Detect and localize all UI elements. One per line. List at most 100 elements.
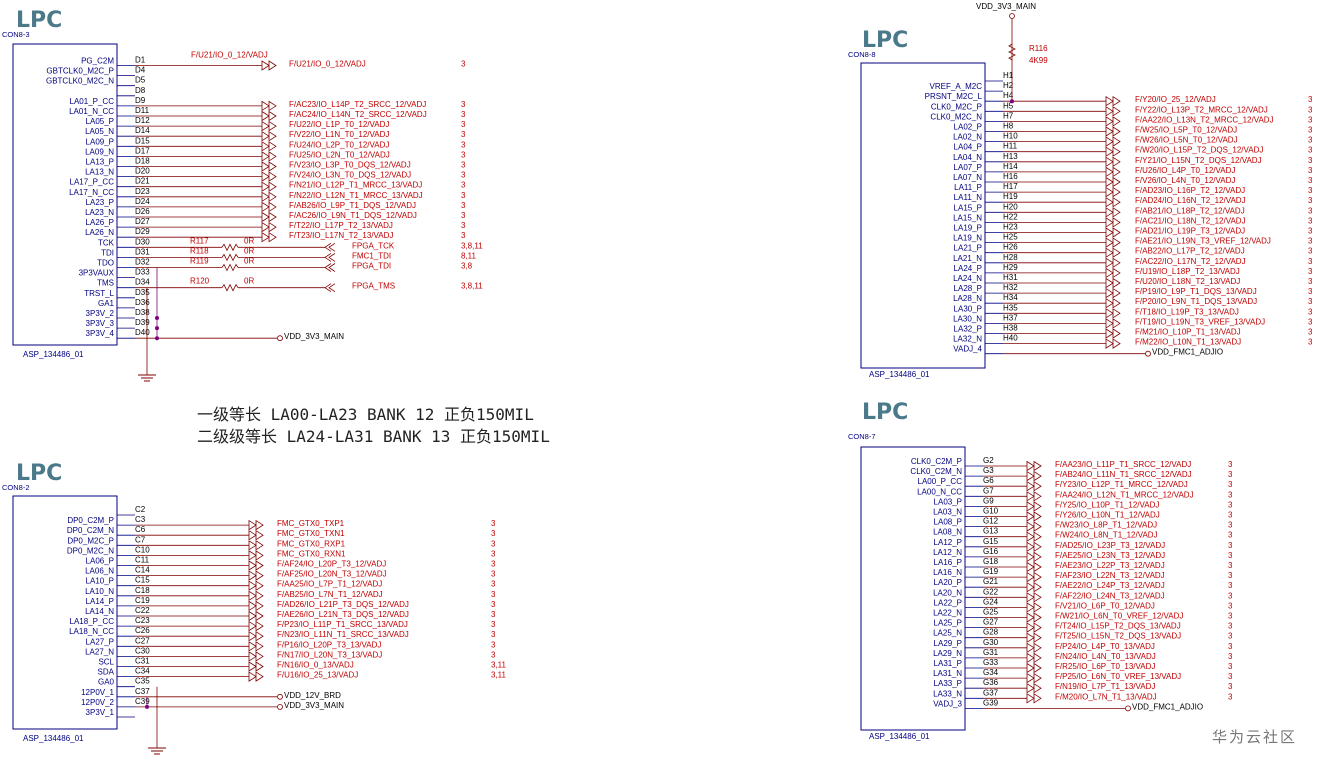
off-page-connector: [1026, 511, 1042, 522]
page-ref: 3: [1308, 115, 1313, 124]
net-label: F/V24/IO_L3N_T0_DQS_12/VADJ: [289, 171, 411, 180]
net-label: FPGA_TDI: [352, 262, 391, 271]
pin-name: LA17_P_CC: [70, 178, 115, 187]
resistor-value: 0R: [244, 236, 254, 245]
net-label: FMC1_TDI: [352, 251, 391, 260]
net-label: F/AF22/IO_L24N_T3_12/VADJ: [1055, 591, 1165, 600]
net-label: F/P19/IO_L9P_T1_DQS_13/VADJ: [1135, 287, 1257, 296]
off-page-connector: [261, 191, 277, 203]
pin-name: LA32_N: [953, 335, 982, 344]
power-port: [1009, 13, 1015, 19]
off-page-connector: [1026, 561, 1042, 573]
pin-name: LA08_N: [933, 528, 962, 537]
off-page-connector: [261, 211, 277, 223]
pin-name: LA33_N: [933, 689, 962, 698]
pin-name: LA09_P: [86, 137, 114, 146]
pin-number: G22: [983, 587, 999, 596]
page-ref: 3: [491, 590, 496, 599]
page-ref: 3: [1308, 206, 1313, 215]
off-page-connector: [261, 161, 277, 172]
page-ref: 3: [1308, 247, 1313, 256]
off-page-connector: [1026, 642, 1042, 654]
pin-name: SCL: [98, 658, 114, 667]
pin-name: LA22_P: [934, 598, 962, 607]
off-page-connector: [1105, 237, 1121, 248]
pin-number: D5: [135, 76, 146, 85]
net-label: F/V21/IO_L6P_T0_12/VADJ: [1055, 601, 1155, 610]
block-title: LPC: [16, 461, 62, 486]
net-label: F/AC22/IO_L17N_T2_12/VADJ: [1135, 257, 1246, 266]
page-ref: 3: [1228, 601, 1233, 610]
page-ref: 3: [1228, 490, 1233, 499]
pin-number: G12: [983, 517, 999, 526]
pin-name: LA18_P_CC: [70, 617, 115, 626]
pin-name: LA01_P_CC: [70, 97, 115, 106]
power-net-label: VDD_3V3_MAIN: [976, 2, 1036, 11]
pin-number: C35: [135, 677, 150, 686]
net-label: F/AA22/IO_L13N_T2_MRCC_12/VADJ: [1135, 115, 1274, 124]
pin-number: G28: [983, 628, 999, 637]
off-page-connector: [248, 620, 264, 632]
page-ref: 3: [461, 120, 466, 129]
power-net-label: VDD_3V3_MAIN: [284, 701, 344, 710]
pin-number: G39: [983, 698, 999, 707]
off-page-connector: [1105, 176, 1121, 188]
page-ref: 3: [461, 161, 466, 170]
pin-number: H28: [1003, 253, 1018, 262]
pin-name: LA11_P: [954, 183, 982, 192]
page-ref: 3: [1308, 277, 1313, 286]
page-ref: 3: [461, 181, 466, 190]
pin-number: C14: [135, 566, 150, 575]
off-page-connector: [261, 130, 277, 142]
resistor-symbol: [221, 243, 239, 252]
pin-name: 12P0V_2: [81, 698, 114, 707]
pin-number: G3: [983, 466, 994, 475]
net-label: F/U24/IO_L2P_T0_12/VADJ: [289, 140, 389, 149]
page-ref: 3,11: [491, 671, 507, 680]
pin-name: PRSNT_M2C_L: [925, 92, 983, 101]
pin-name: TDO: [97, 259, 114, 268]
pin-number: G19: [983, 567, 999, 576]
page-ref: 3: [1308, 146, 1313, 155]
pin-number: G36: [983, 678, 999, 687]
pin-number: H31: [1003, 273, 1018, 282]
pin-name: LA12_N: [933, 548, 962, 557]
connector-ref: CON8-8: [848, 50, 876, 59]
page-ref: 3: [461, 60, 466, 69]
pin-number: D20: [135, 167, 150, 176]
page-ref: 3: [1308, 317, 1313, 326]
pin-name: LA14_P: [86, 597, 114, 606]
off-page-connector: [1105, 338, 1121, 349]
off-page-connector: [1105, 196, 1121, 208]
pin-name: DP0_M2C_N: [67, 546, 114, 555]
pin-name: LA33_P: [934, 679, 962, 688]
pin-name: LA20_N: [933, 588, 962, 597]
connector-ref: CON8-7: [848, 432, 876, 441]
off-page-connector: [1026, 592, 1042, 603]
page-ref: 3: [1228, 682, 1233, 691]
page-ref: 3: [1228, 561, 1233, 570]
page-ref: 3: [1308, 126, 1313, 135]
net-label: F/U21/IO_0_12/VADJ: [191, 51, 268, 60]
pin-name: LA26_N: [85, 228, 114, 237]
net-label: F/AD24/IO_L16N_T2_12/VADJ: [1135, 196, 1246, 205]
pin-name: TCK: [98, 238, 115, 247]
pin-number: C34: [135, 667, 150, 676]
pin-name: LA31_P: [934, 659, 962, 668]
connector-body: [860, 62, 986, 369]
net-label: F/Y26/IO_L10N_T1_12/VADJ: [1055, 511, 1160, 520]
off-page-connector: [261, 120, 277, 132]
pin-number: D24: [135, 197, 150, 206]
off-page-connector: [1026, 571, 1042, 583]
pin-number: D17: [135, 146, 150, 155]
page-ref: 3: [461, 171, 466, 180]
net-label: F/N22/IO_L12N_T1_MRCC_13/VADJ: [289, 191, 423, 200]
net-label: FPGA_TCK: [352, 241, 395, 250]
net-label: F/U16/IO_25_13/VADJ: [277, 671, 358, 680]
pin-name: 3P3V_1: [86, 708, 115, 717]
pin-number: G7: [983, 486, 994, 495]
pin-name: LA00_N_CC: [917, 487, 962, 496]
off-page-connector: [248, 540, 264, 551]
pin-number: H8: [1003, 122, 1014, 131]
